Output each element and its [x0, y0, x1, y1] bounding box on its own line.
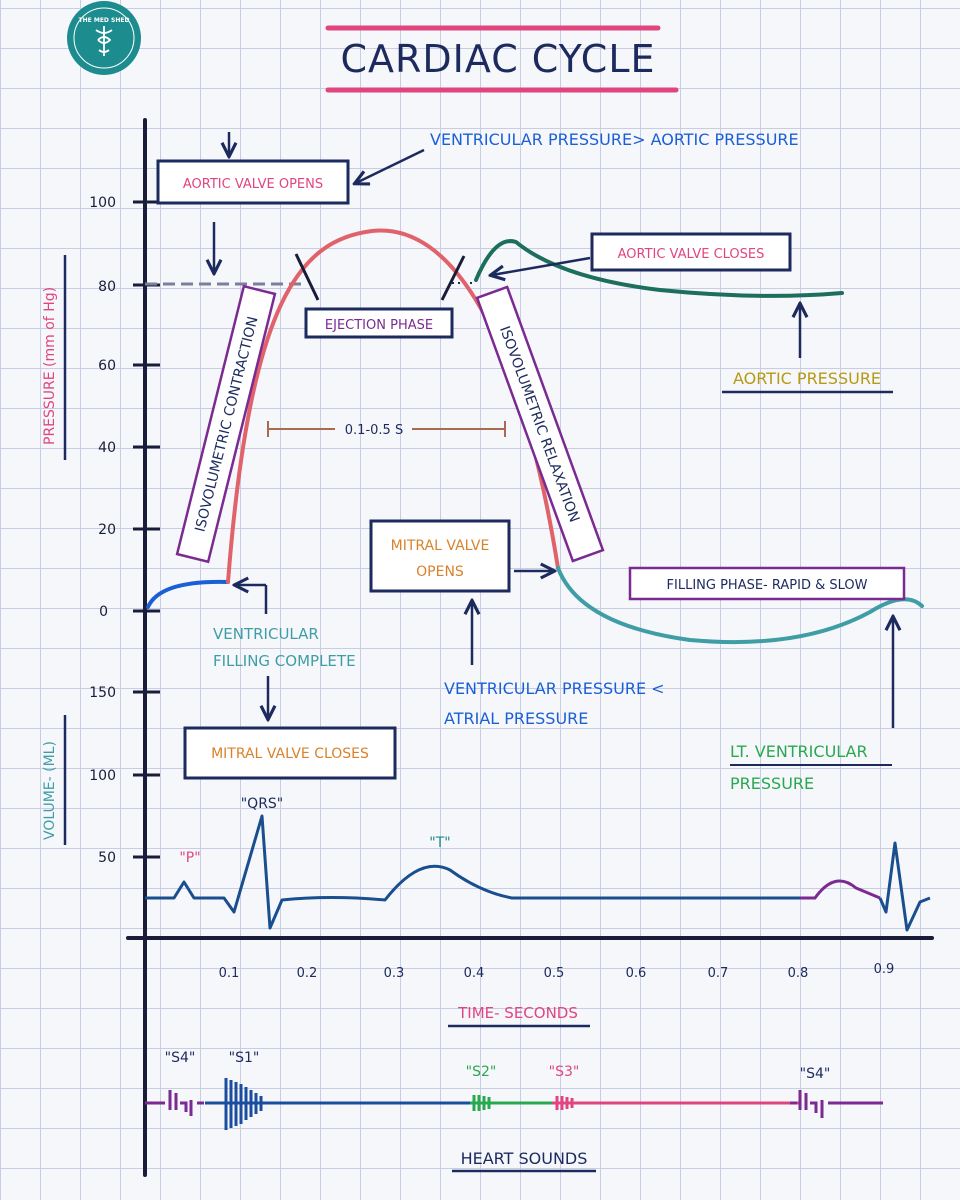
heart-sounds-title: HEART SOUNDS — [461, 1149, 588, 1168]
isovolumetric-relaxation-text: ISOVOLUMETRIC RELAXATION — [496, 324, 582, 525]
axes — [126, 118, 934, 1177]
heart-sounds-trace — [145, 1078, 883, 1130]
time-tick-0.2: 0.2 — [297, 966, 318, 981]
aortic-valve-opens-box — [156, 159, 350, 205]
aortic-pressure-text: AORTIC PRESSURE — [733, 369, 881, 388]
pressure-axis-label: PRESSURE (mm of Hg) — [42, 287, 58, 445]
ecg-qrs-repeat — [878, 841, 931, 932]
ecg-p-label: "P" — [179, 850, 200, 866]
aortic-valve-opens-text: AORTIC VALVE OPENS — [183, 177, 323, 192]
ejection-phase-box — [304, 307, 454, 339]
vent-filling-text-1: VENTRICULAR — [213, 625, 319, 643]
lt-ventricular-pressure-curve — [556, 566, 924, 645]
tick-100: 100 — [89, 195, 116, 211]
vent-gt-aortic-arrow — [356, 148, 425, 183]
vent-lt-atrial-text-2: ATRIAL PRESSURE — [444, 709, 588, 728]
isovolumetric-contraction-text: ISOVOLUMETRIC CONTRACTION — [192, 315, 261, 534]
aortic-valve-closes-box — [590, 232, 792, 272]
time-tick-0.6: 0.6 — [626, 966, 647, 981]
aortic-valve-close-mark — [440, 255, 466, 301]
time-tick-0.3: 0.3 — [384, 966, 405, 981]
page-title: CARDIAC CYCLE — [340, 37, 655, 81]
volume-axis-label: VOLUME- (ML) — [42, 741, 58, 840]
time-tick-0.4: 0.4 — [464, 966, 485, 981]
mitral-valve-closes-text: MITRAL VALVE CLOSES — [211, 746, 369, 762]
time-tick-0.7: 0.7 — [708, 966, 729, 981]
duration-text: 0.1-0.5 S — [345, 423, 403, 438]
time-ticks: 0.1 0.2 0.3 0.4 0.5 0.6 0.7 0.8 0.9 — [219, 962, 895, 981]
tick-40: 40 — [98, 440, 116, 456]
time-axis-label: TIME- SECONDS — [457, 1004, 578, 1022]
sound-s4-last-label: "S4" — [800, 1066, 831, 1082]
tick-0: 0 — [99, 604, 108, 620]
sound-s3-label: "S3" — [549, 1064, 580, 1080]
sound-s2-label: "S2" — [466, 1064, 497, 1080]
mitral-valve-opens-text-2: OPENS — [416, 564, 464, 580]
ecg-trace — [145, 814, 800, 930]
filling-phase-text: FILLING PHASE- RAPID & SLOW — [667, 578, 868, 593]
sound-s1-label: "S1" — [229, 1050, 260, 1066]
filling-phase-box — [628, 566, 906, 601]
tick-20: 20 — [98, 522, 116, 538]
sound-s4-first-label: "S4" — [165, 1050, 196, 1066]
ecg-p-wave-repeat — [800, 879, 881, 900]
aortic-closes-arrow — [492, 256, 591, 275]
vent-gt-aortic-text: VENTRICULAR PRESSURE> AORTIC PRESSURE — [430, 130, 799, 149]
ecg-t-label: "T" — [429, 835, 450, 851]
duration-bracket — [267, 421, 506, 437]
mitral-valve-opens-box — [369, 519, 511, 593]
time-tick-0.1: 0.1 — [219, 966, 240, 981]
tick-80: 80 — [98, 279, 116, 295]
tick-50: 50 — [98, 850, 116, 866]
ejection-phase-text: EJECTION PHASE — [325, 318, 433, 333]
ecg-qrs-label: "QRS" — [241, 796, 284, 812]
ventricular-filling-curve — [146, 579, 230, 609]
mitral-valve-closes-box — [183, 726, 397, 780]
tick-150: 150 — [89, 685, 116, 701]
caduceus-icon — [95, 26, 113, 56]
mitral-valve-opens-text-1: MITRAL VALVE — [391, 538, 490, 554]
logo: THE MED SHED — [67, 1, 141, 75]
aortic-valve-closes-text: AORTIC VALVE CLOSES — [618, 247, 765, 262]
aortic-valve-open-mark — [294, 253, 320, 301]
tick-60: 60 — [98, 358, 116, 374]
logo-text: THE MED SHED — [79, 17, 130, 24]
vent-filling-text-2: FILLING COMPLETE — [213, 652, 356, 670]
isovolumetric-contraction-label: ISOVOLUMETRIC CONTRACTION — [175, 284, 277, 564]
lt-vent-pressure-text-2: PRESSURE — [730, 774, 814, 793]
lt-vent-pressure-text-1: LT. VENTRICULAR — [730, 742, 868, 761]
tick-vol-100: 100 — [89, 768, 116, 784]
vent-lt-atrial-text-1: VENTRICULAR PRESSURE < — [444, 679, 665, 698]
aortic-pressure-curve — [474, 239, 844, 298]
time-tick-0.8: 0.8 — [788, 966, 809, 981]
pressure-ticks: 100 80 60 40 20 0 — [89, 195, 116, 620]
time-tick-0.5: 0.5 — [544, 966, 565, 981]
pressure-tick-marks — [133, 200, 160, 859]
time-tick-0.9: 0.9 — [874, 962, 895, 977]
title-block: CARDIAC CYCLE — [325, 25, 679, 93]
volume-ticks: 150 100 50 — [89, 685, 116, 866]
